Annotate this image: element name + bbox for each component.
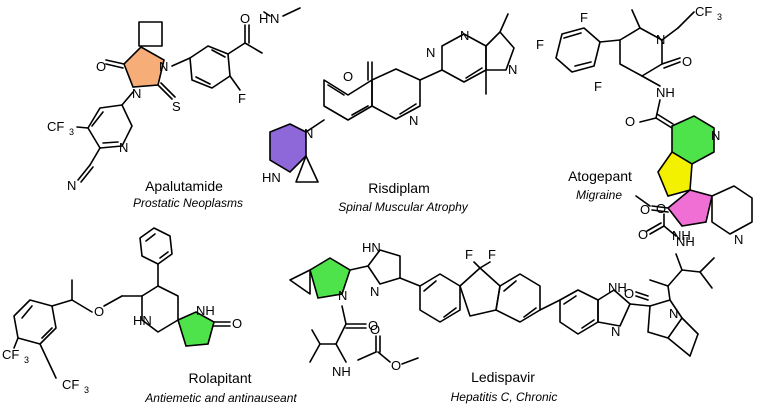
cyclopropane-ring [289,269,311,295]
nh-label: NH [672,228,691,243]
trifluorophenyl-ring [555,27,601,73]
benzimidazole-imidazole-ring [597,289,631,327]
nh-label: NH [332,364,351,379]
benzene-ring [189,45,231,89]
risdiplam-structure: O N N N N N HN Risdiplam Spinal Muscular… [262,13,517,214]
nitrogen-atom: N [611,324,620,339]
phenyl-ring [139,227,173,265]
drug-name: Apalutamide [145,178,223,194]
cyclobutane-ring [138,21,163,47]
oxygen-atom: O [625,114,635,129]
nh-label: NH [656,85,675,100]
oxygen-atom: O [370,322,380,337]
nh-label: NH [608,280,627,295]
rolapitant-structure: HN NH O O CF 3 CF 3 Rolapitant Antiemeti… [2,227,297,405]
bis-cf3-phenyl-ring [13,299,57,345]
fluorine-atom: F [238,91,246,106]
svg-text:3: 3 [69,127,74,137]
lactam-ring-highlight [666,189,713,227]
nitrogen-atom: N [460,28,469,43]
nitrogen-atom: N [370,284,379,299]
pyridine-ring [323,79,373,121]
hn-label: HN [133,313,152,328]
azabicycle-ring [647,299,683,339]
nitrogen-atom: N [508,62,517,77]
pyrimidinone-ring [371,68,421,120]
drug-name: Risdiplam [368,180,429,196]
cf3-group: CF [2,347,19,362]
oxygen-atom: O [94,304,104,319]
nitrogen-atom: N [270,11,279,26]
oxygen-atom: O [96,59,106,74]
hn-label: HN [262,170,281,185]
svg-text:3: 3 [84,385,89,395]
nh-label: NH [676,234,695,249]
imidazole-ring [485,31,515,71]
svg-text:3: 3 [717,12,722,22]
nitrogen-atom: N [734,232,743,247]
fluorine-atom: F [465,247,473,262]
oxygen-atom: O [343,69,353,84]
nitrogen-atom: N [409,113,418,128]
fluorine-atom: F [488,247,496,262]
svg-text:3: 3 [24,355,29,365]
apalutamide-structure: O N N S O H N F N CF 3 N Apalutamide [47,7,301,210]
nitrogen-atom: N [426,45,435,60]
fluorine-atom: F [580,10,588,25]
drug-name: Ledispavir [471,369,535,385]
nitrogen-atom: N [304,126,313,141]
benzimidazole-benzene-ring [559,289,599,335]
oxygen-atom: O [240,11,250,26]
cf3-group: CF [695,4,712,19]
nitrogen-atom: N [711,128,720,143]
sulfur-atom: S [172,99,181,114]
cf3-group: CF [47,119,64,134]
oxygen-atom: O [640,202,650,217]
diazaspiro-ring-highlight [269,123,307,174]
fluorene-left-ring [419,273,461,323]
fluorine-atom: F [594,79,602,94]
atogepant-structure: N CF 3 O NH F F F O N O NH [536,4,753,247]
drug-indication: Hepatitis C, Chronic [451,390,558,404]
nitrogen-atom: N [656,32,665,47]
oxygen-atom: O [368,318,378,333]
nitrogen-atom: N [338,288,347,303]
drug-name: Atogepant [568,168,632,184]
fluorine-atom: F [536,37,544,52]
oxygen-atom: O [682,54,692,69]
nitrogen-atom: N [67,178,76,193]
nitrogen-atom: N [669,306,678,321]
pyrrolidine-ring-highlight [309,257,351,299]
imidazole-ring [367,249,401,285]
fluorene-right-ring [495,273,541,323]
cyclopentane-ring-highlight [657,150,693,197]
nh-label: H [259,11,268,26]
nh-label: NH [196,303,215,318]
drug-indication: Spinal Muscular Atrophy [338,200,469,214]
drug-indication: Prostatic Neoplasms [133,196,243,210]
oxygen-atom: O [638,227,648,242]
oxygen-atom: O [232,316,242,331]
thiohydantoin-ring-highlight [123,46,165,88]
oxygen-atom: O [624,286,634,301]
oxygen-atom: O [391,358,401,373]
drug-name: Rolapitant [188,370,251,386]
azapyridine-ring [711,185,753,235]
oxygen-atom: O [656,201,666,216]
drug-indication: Antiemetic and antinauseant [144,391,297,405]
nitrogen-atom: N [119,140,128,155]
pyrrolidinone-ring-highlight [177,311,215,347]
drug-indication: Migraine [576,188,622,202]
hn-label: HN [362,240,381,255]
cyclopropane-ring [295,155,319,183]
nitrogen-atom: N [159,59,168,74]
cf3-group: CF [62,377,79,392]
ledispavir-structure: N HN N O NH O O F F [289,195,715,404]
fluorene-middle-ring [459,267,501,317]
nitrogen-atom: N [132,86,141,101]
